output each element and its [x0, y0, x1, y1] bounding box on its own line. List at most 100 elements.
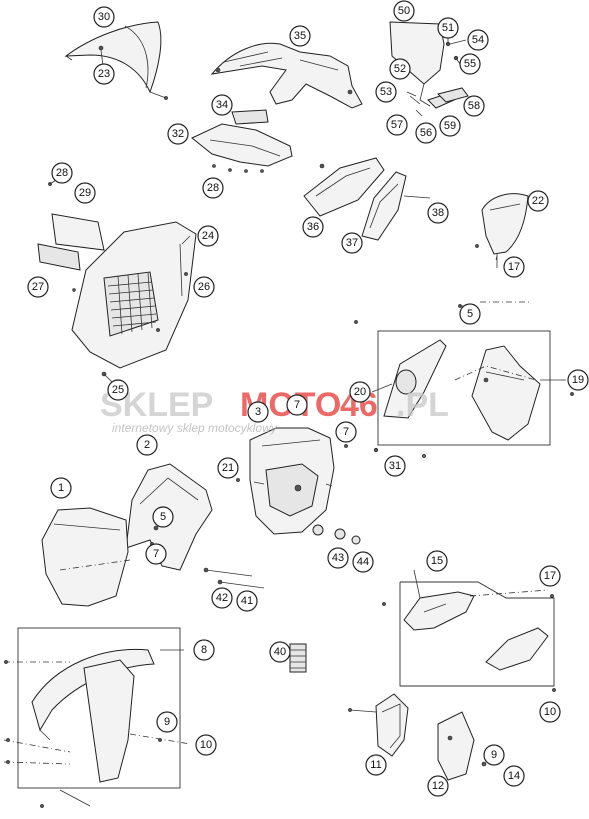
callout-5a: 5	[459, 303, 481, 325]
svg-text:19: 19	[572, 374, 584, 386]
callout-37: 37	[341, 232, 363, 254]
watermark: SKLEP MOTO 46 .PL internetowy sklep moto…	[100, 386, 449, 435]
callouts: 30 23 35 34 32 28 50 51 54 55 52 53 58 5…	[27, 0, 589, 797]
part-cover-12	[437, 711, 487, 781]
callout-5b: 5	[152, 506, 174, 528]
callout-7b: 7	[335, 421, 357, 443]
part-insert-22	[475, 193, 529, 268]
svg-text:41: 41	[241, 595, 253, 607]
part-headlight-bracket	[236, 427, 361, 545]
svg-text:31: 31	[389, 460, 401, 472]
callout-58: 58	[463, 95, 485, 117]
svg-text:7: 7	[343, 426, 349, 438]
svg-text:42: 42	[216, 592, 228, 604]
callout-57: 57	[386, 114, 408, 136]
callout-9b: 9	[483, 744, 505, 766]
svg-text:23: 23	[98, 68, 110, 80]
callout-53: 53	[375, 81, 397, 103]
svg-text:25: 25	[112, 384, 124, 396]
callout-10a: 10	[195, 734, 217, 756]
svg-text:15: 15	[431, 555, 443, 567]
callout-22: 22	[527, 190, 549, 212]
svg-text:34: 34	[216, 99, 228, 111]
svg-text:38: 38	[432, 207, 444, 219]
svg-text:26: 26	[198, 281, 210, 293]
callout-54: 54	[467, 29, 489, 51]
svg-text:9: 9	[164, 716, 170, 728]
callout-40: 40	[269, 641, 291, 663]
callout-44: 44	[352, 551, 374, 573]
svg-text:20: 20	[354, 386, 366, 398]
part-reflector-11	[348, 693, 409, 757]
part-tail-light	[303, 157, 431, 241]
callout-30: 30	[93, 6, 115, 28]
svg-text:53: 53	[380, 86, 392, 98]
svg-text:9: 9	[491, 749, 497, 761]
callout-38: 38	[427, 202, 449, 224]
svg-text:22: 22	[532, 195, 544, 207]
svg-text:21: 21	[222, 462, 234, 474]
callout-50: 50	[393, 0, 415, 22]
part-air-box-cover	[37, 182, 197, 377]
svg-text:28: 28	[207, 182, 219, 194]
callout-25: 25	[107, 379, 129, 401]
callout-23: 23	[93, 63, 115, 85]
part-fairing-side-group	[382, 581, 556, 692]
svg-text:54: 54	[472, 34, 484, 46]
part-side-panel-group	[354, 301, 574, 458]
svg-text:37: 37	[346, 237, 358, 249]
watermark-brand-d: .PL	[396, 386, 449, 424]
part-headlight-mask	[41, 507, 131, 607]
callout-12: 12	[427, 775, 449, 797]
callout-28a: 28	[202, 177, 224, 199]
callout-31: 31	[384, 455, 406, 477]
svg-text:29: 29	[79, 187, 91, 199]
svg-text:57: 57	[391, 119, 403, 131]
callout-14: 14	[503, 765, 525, 787]
callout-8: 8	[193, 639, 215, 661]
svg-text:30: 30	[98, 11, 110, 23]
callout-10b: 10	[539, 701, 561, 723]
svg-text:59: 59	[444, 120, 456, 132]
svg-text:50: 50	[398, 5, 410, 17]
svg-text:27: 27	[32, 281, 44, 293]
callout-20: 20	[349, 381, 371, 403]
svg-text:58: 58	[468, 100, 480, 112]
svg-text:35: 35	[294, 30, 306, 42]
callout-42: 42	[211, 587, 233, 609]
callout-21: 21	[217, 457, 239, 479]
callout-28b: 28	[51, 162, 73, 184]
callout-51: 51	[437, 17, 459, 39]
part-license-plate-holder	[389, 21, 469, 117]
callout-55: 55	[459, 53, 481, 75]
callout-3: 3	[247, 401, 269, 423]
svg-text:43: 43	[332, 552, 344, 564]
svg-text:51: 51	[442, 22, 454, 34]
svg-text:5: 5	[160, 511, 166, 523]
callout-2: 2	[136, 434, 158, 456]
svg-text:36: 36	[307, 221, 319, 233]
svg-text:55: 55	[464, 58, 476, 70]
callout-24: 24	[197, 225, 219, 247]
callout-15: 15	[426, 550, 448, 572]
part-rear-frame-cover	[210, 42, 363, 109]
svg-text:5: 5	[467, 308, 473, 320]
callout-17b: 17	[539, 565, 561, 587]
callout-7a: 7	[286, 394, 308, 416]
part-front-fender-group	[3, 627, 191, 808]
svg-text:24: 24	[202, 230, 214, 242]
callout-41: 41	[236, 590, 258, 612]
svg-text:7: 7	[153, 548, 159, 560]
svg-text:14: 14	[508, 770, 520, 782]
svg-text:28: 28	[56, 167, 68, 179]
callout-1: 1	[50, 477, 72, 499]
callout-7c: 7	[145, 543, 167, 565]
svg-text:2: 2	[144, 439, 150, 451]
part-bolts-41-42	[203, 567, 265, 589]
callout-9a: 9	[156, 711, 178, 733]
part-tail-tray	[191, 123, 293, 173]
svg-text:56: 56	[420, 127, 432, 139]
watermark-tagline: internetowy sklep motocyklowy	[112, 421, 278, 435]
callout-19: 19	[567, 369, 589, 391]
